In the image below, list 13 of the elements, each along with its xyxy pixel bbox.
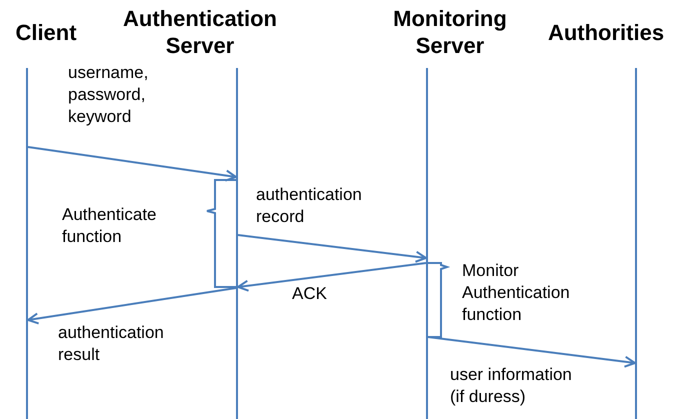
participant-label: Authentication Server bbox=[108, 5, 292, 59]
annotation: Authenticate function bbox=[62, 204, 158, 248]
arrow bbox=[28, 146, 237, 182]
lifeline bbox=[635, 68, 637, 419]
arrow bbox=[428, 336, 636, 368]
annotation: Monitor Authentication function bbox=[462, 260, 571, 326]
lifeline bbox=[426, 68, 428, 419]
lifeline bbox=[26, 68, 28, 419]
lifeline bbox=[236, 68, 238, 419]
arrow bbox=[27, 287, 236, 324]
arrow bbox=[237, 262, 426, 292]
participant-label: Client bbox=[4, 19, 88, 46]
arrow bbox=[238, 234, 427, 263]
